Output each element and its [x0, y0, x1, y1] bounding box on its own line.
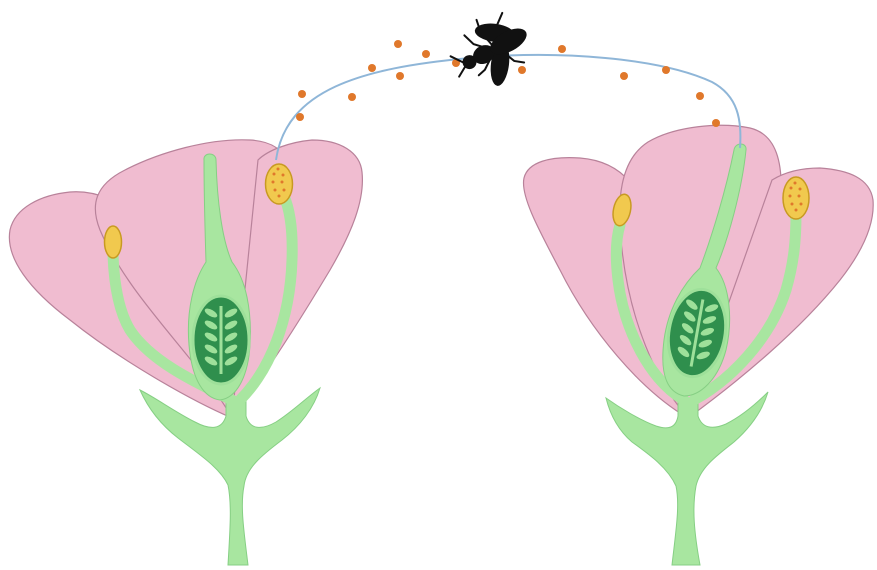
bee-silhouette-icon: [439, 2, 544, 104]
pollen-dot-icon: [422, 50, 430, 58]
pollen-dot-icon: [518, 66, 526, 74]
pollen-dot-icon: [274, 189, 277, 192]
right-anther-right: [783, 177, 809, 219]
pollen-dot-icon: [662, 66, 670, 74]
pollen-dot-icon: [368, 64, 376, 72]
pollen-dot-icon: [791, 203, 794, 206]
right-flower: [523, 125, 873, 565]
pollen-dot-icon: [348, 93, 356, 101]
left-anther-left: [105, 226, 122, 258]
pollen-dot-icon: [794, 182, 797, 185]
left-ovary: [193, 296, 249, 384]
pollen-dot-icon: [696, 92, 704, 100]
pollen-dot-icon: [396, 72, 404, 80]
pollen-dot-icon: [281, 181, 284, 184]
pollen-dot-icon: [799, 188, 802, 191]
pollen-dot-icon: [272, 181, 275, 184]
pollen-dot-icon: [296, 113, 304, 121]
pollen-dot-icon: [800, 203, 803, 206]
pollen-dot-icon: [620, 72, 628, 80]
right-sepal-stem: [606, 392, 768, 565]
pollen-dot-icon: [795, 209, 798, 212]
pollen-dot-icon: [282, 174, 285, 177]
left-flower: [9, 140, 362, 565]
pollen-dot-icon: [789, 195, 792, 198]
pollen-dot-icon: [277, 168, 280, 171]
pollen-dot-icon: [283, 189, 286, 192]
left-sepal-stem: [140, 388, 320, 565]
left-anther-right: [266, 164, 293, 204]
pollen-dot-icon: [790, 187, 793, 190]
pollen-dot-icon: [394, 40, 402, 48]
pollen-dot-icon: [798, 195, 801, 198]
pollen-dot-icon: [273, 173, 276, 176]
pollen-dot-icon: [298, 90, 306, 98]
pollen-dot-icon: [278, 195, 281, 198]
pollen-dot-icon: [712, 119, 720, 127]
pollen-dot-icon: [558, 45, 566, 53]
